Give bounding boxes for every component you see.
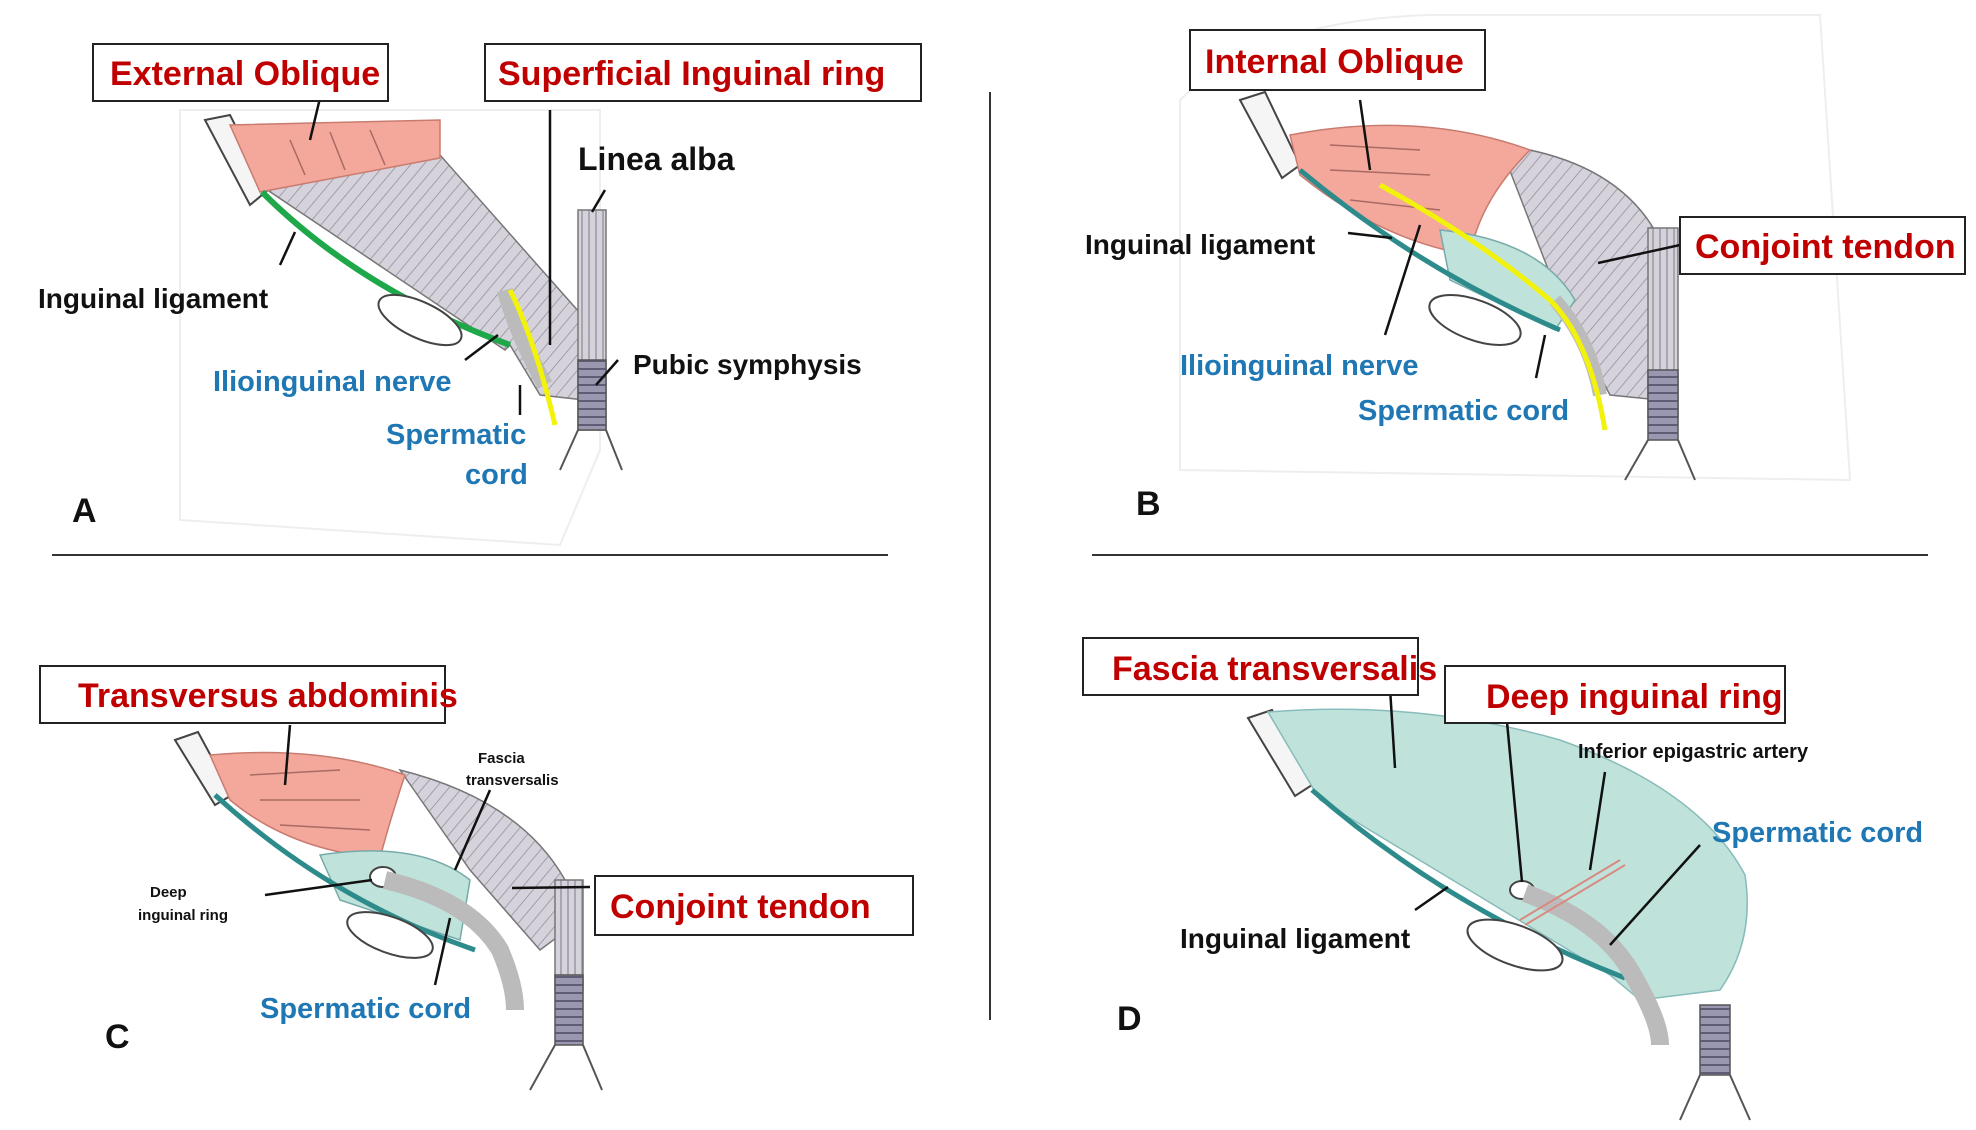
external-oblique-aponeurosis — [258, 154, 596, 401]
fascia-label-c2: transversalis — [466, 772, 559, 789]
femoral-ring-c — [346, 911, 434, 959]
deep-ring-label-c2: inguinal ring — [138, 907, 228, 924]
deep-ring-box-d — [1444, 665, 1786, 724]
panel-letter-c: C — [105, 1018, 130, 1056]
fascia-region-c — [318, 850, 471, 941]
superficial-ring-label: Superficial Inguinal ring — [498, 55, 885, 93]
transversus-label: Transversus abdominis — [78, 677, 458, 715]
panel-a-faint-outline — [179, 109, 601, 547]
pubic-symphysis-label: Pubic symphysis — [633, 349, 862, 380]
conjoint-tendon-box-c — [594, 875, 914, 936]
inguinal-ligament-label-b: Inguinal ligament — [1085, 229, 1315, 260]
panel-letter-a: A — [72, 492, 97, 530]
transversus-muscle — [208, 751, 406, 859]
ilioinguinal-nerve-label-a: Ilioinguinal nerve — [213, 366, 452, 398]
pubic-symphysis-c — [554, 974, 584, 1046]
pubic-symphysis-d — [1699, 1004, 1731, 1076]
spermatic-cord-b — [1549, 295, 1607, 397]
ilioinguinal-nerve-a — [507, 288, 558, 426]
femoral-ring-d — [1466, 918, 1564, 972]
spermatic-cord-label-a1: Spermatic — [386, 419, 526, 451]
panel-c: Transversus abdominis Conjoint tendon Fa… — [39, 665, 914, 1091]
panel-a: External Oblique Superficial Inguinal ri… — [38, 43, 922, 547]
spermatic-cord-label-b: Spermatic cord — [1358, 395, 1569, 427]
inferior-epigastric-artery — [1519, 859, 1626, 926]
panel-d: Fascia transversalis Deep inguinal ring … — [1082, 637, 1923, 1121]
transversus-box — [39, 665, 446, 724]
panel-b: Internal Oblique Conjoint tendon Inguina… — [1085, 14, 1966, 523]
external-oblique-muscle — [228, 119, 441, 193]
pubic-symphysis-b — [1647, 369, 1679, 441]
femoral-ring-a — [377, 293, 463, 347]
external-oblique-label: External Oblique — [110, 55, 380, 93]
ilioinguinal-nerve-label-b: Ilioinguinal nerve — [1180, 350, 1419, 382]
conjoint-tendon-label-c: Conjoint tendon — [610, 888, 871, 926]
spermatic-cord-label-a2: cord — [465, 459, 528, 491]
spermatic-cord-a — [497, 288, 553, 389]
pubic-symphysis-a — [577, 359, 607, 431]
spermatic-cord-d — [1521, 884, 1669, 1046]
panel-letter-b: B — [1136, 485, 1161, 523]
superficial-ring-box — [484, 43, 922, 102]
panel-letter-d: D — [1117, 1000, 1142, 1038]
ilioinguinal-nerve-b — [1378, 182, 1608, 431]
conjoint-tendon-box-b — [1679, 216, 1966, 275]
spermatic-cord-c — [382, 871, 524, 1011]
inguinal-ligament-label-d: Inguinal ligament — [1180, 923, 1410, 954]
spermatic-cord-label-c: Spermatic cord — [260, 993, 471, 1025]
conjoint-tendon-label-b: Conjoint tendon — [1695, 228, 1956, 266]
internal-oblique-label: Internal Oblique — [1205, 43, 1464, 81]
external-oblique-box — [92, 43, 389, 102]
deep-ring-label-d: Deep inguinal ring — [1486, 678, 1783, 716]
inguinal-ligament-d — [1310, 788, 1626, 981]
internal-oblique-box — [1189, 29, 1486, 91]
inguinal-ligament-a — [259, 189, 512, 348]
fascia-label-c1: Fascia — [478, 750, 525, 767]
spermatic-cord-label-d: Spermatic cord — [1712, 817, 1923, 849]
conjoint-region-b — [1439, 229, 1576, 331]
femoral-ring-b — [1428, 294, 1522, 346]
inguinal-ligament-c — [213, 793, 476, 953]
fascia-transversalis-box — [1082, 637, 1419, 696]
linea-alba-label: Linea alba — [578, 141, 735, 177]
fascia-transversalis-label: Fascia transversalis — [1112, 650, 1437, 688]
inguinal-ligament-label-a: Inguinal ligament — [38, 283, 268, 314]
linea-alba-c — [554, 879, 584, 991]
epigastric-label: Inferior epigastric artery — [1578, 741, 1809, 763]
inguinal-ligament-b — [1298, 168, 1561, 333]
deep-ring-label-c1: Deep — [150, 884, 187, 901]
